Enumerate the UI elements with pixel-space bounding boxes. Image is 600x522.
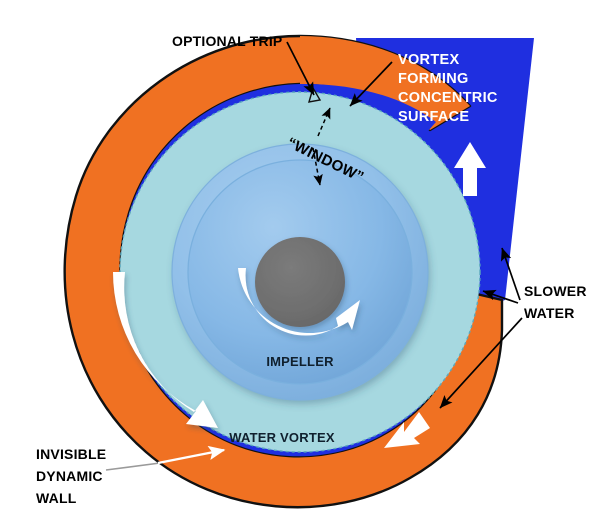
vortex-forming-label-line-2: FORMING — [398, 71, 469, 87]
invisible-dynamic-wall-label-line-2: DYNAMIC — [36, 468, 103, 484]
invisible-dynamic-wall-leader — [157, 445, 226, 465]
optional-trip-label: OPTIONAL TRIP — [172, 33, 282, 49]
slower-water-label-line-1: SLOWER — [524, 283, 587, 299]
optional-trip-leader — [286, 41, 315, 96]
window-upper-leader — [317, 107, 331, 137]
slower-water-label-line-2: WATER — [524, 305, 575, 321]
vortex-forming-label-line-4: SURFACE — [398, 109, 469, 125]
slower-water-leader-lower — [439, 317, 523, 409]
invisible-dynamic-wall-label-line-1: INVISIBLE — [36, 446, 106, 462]
invisible-dynamic-wall-label-line-3: WALL — [36, 490, 77, 506]
vortex-flow-arrow — [113, 272, 218, 428]
invisible-dynamic-wall-leader-tail — [105, 462, 161, 471]
recirculation-arrow — [384, 412, 430, 448]
water-vortex-label: WATER VORTEX — [229, 430, 335, 445]
hub — [255, 237, 345, 327]
slower-water-leader-upper — [500, 247, 521, 301]
vortex-surface-leader — [349, 61, 393, 107]
slower-water-leader-middle — [482, 289, 519, 304]
impeller-label: IMPELLER — [266, 354, 334, 369]
outlet-flow-arrow — [454, 142, 486, 196]
fast-water-band — [120, 83, 469, 457]
window-lower-leader — [312, 147, 323, 186]
vortex-forming-label-line-3: CONCENTRIC — [398, 90, 498, 106]
vortex-forming-label-line-1: VORTEX — [398, 52, 459, 68]
